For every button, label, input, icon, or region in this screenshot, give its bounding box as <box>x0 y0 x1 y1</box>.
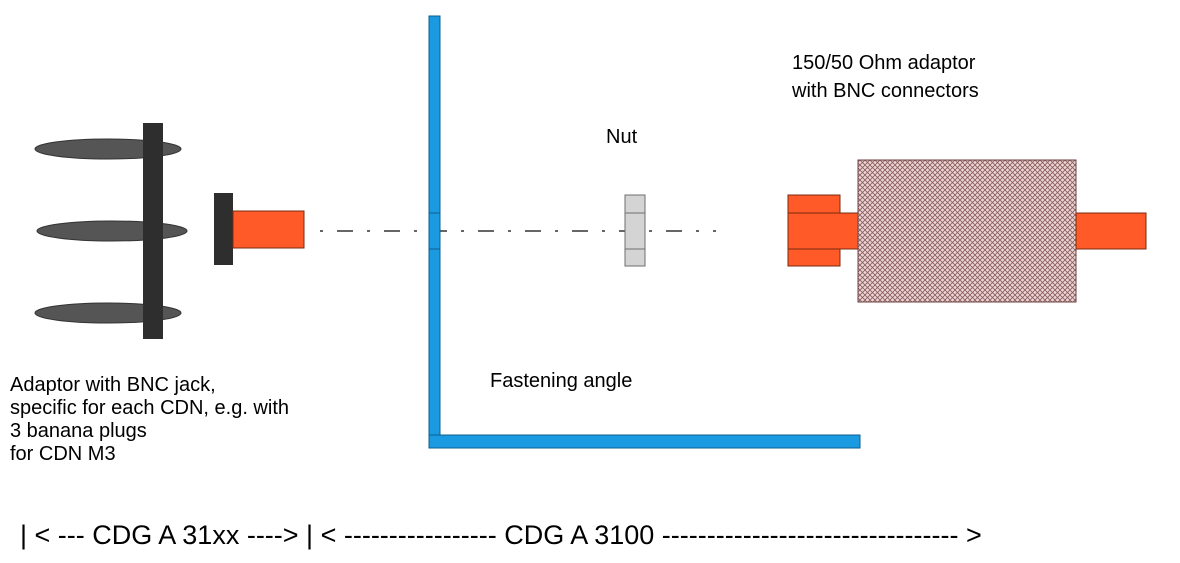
fastening-angle-horizontal <box>428 434 861 449</box>
bnc-jack-label-line: specific for each CDN, e.g. with <box>10 397 289 419</box>
bnc-jack-label-line: 3 banana plugs <box>10 420 147 442</box>
ohm-adaptor <box>787 159 1147 303</box>
banana-plug-middle <box>36 220 188 242</box>
bnc-jack-label-line: for CDN M3 <box>10 443 116 465</box>
bnc-jack-connector <box>232 210 305 249</box>
fastening-angle-label: Fastening angle <box>490 370 633 392</box>
bnc-jack-label-line: Adaptor with BNC jack, <box>10 374 216 396</box>
ohm-adaptor-right-connector <box>1075 212 1147 250</box>
bnc-jack-flange <box>214 193 233 265</box>
fastening-angle <box>428 15 861 449</box>
bnc-jack-adaptor-label: Adaptor with BNC jack, specific for each… <box>10 374 289 466</box>
fastening-angle-vertical <box>428 15 441 449</box>
ohm-adaptor-body <box>857 159 1077 303</box>
dimension-scale-bar: | < --- CDG A 31xx ----> | < -----------… <box>20 520 982 550</box>
ohm-adaptor-label-line2: with BNC connectors <box>792 80 979 102</box>
nut <box>624 194 646 267</box>
adaptor-body <box>143 123 163 339</box>
banana-plug-adaptor <box>34 123 305 339</box>
ohm-adaptor-label-line1: 150/50 Ohm adaptor <box>792 52 976 74</box>
ohm-adaptor-left-connector <box>787 212 859 250</box>
nut-label: Nut <box>606 126 638 148</box>
